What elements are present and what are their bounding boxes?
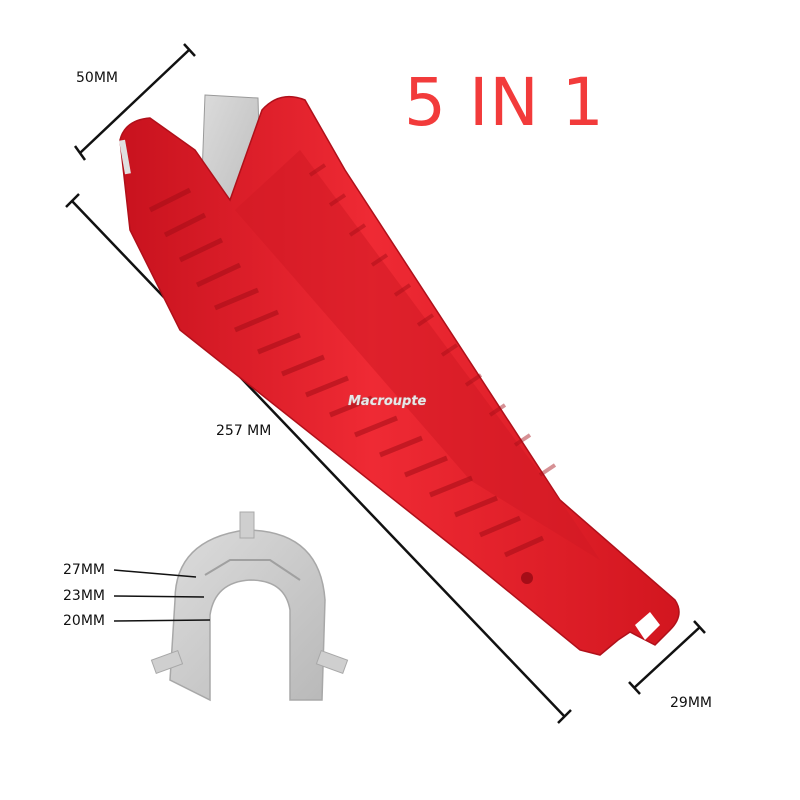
faucet-wrench — [119, 94, 680, 656]
end-width-dimension-line — [628, 620, 706, 695]
length-dimension-line — [65, 193, 572, 724]
jaw-width-dimension-line — [73, 43, 196, 161]
title-5-in-1: 5 IN 1 — [404, 64, 605, 141]
jaw-width-label: 50MM — [76, 70, 118, 86]
length-label: 257 MM — [216, 423, 272, 439]
insert-size-20: 20MM — [63, 613, 105, 629]
watermark: Macroupte — [348, 394, 427, 409]
insert-size-23: 23MM — [63, 588, 105, 604]
metal-insert-detail — [113, 511, 349, 702]
end-width-label: 29MM — [670, 695, 712, 711]
insert-size-27: 27MM — [63, 562, 105, 578]
